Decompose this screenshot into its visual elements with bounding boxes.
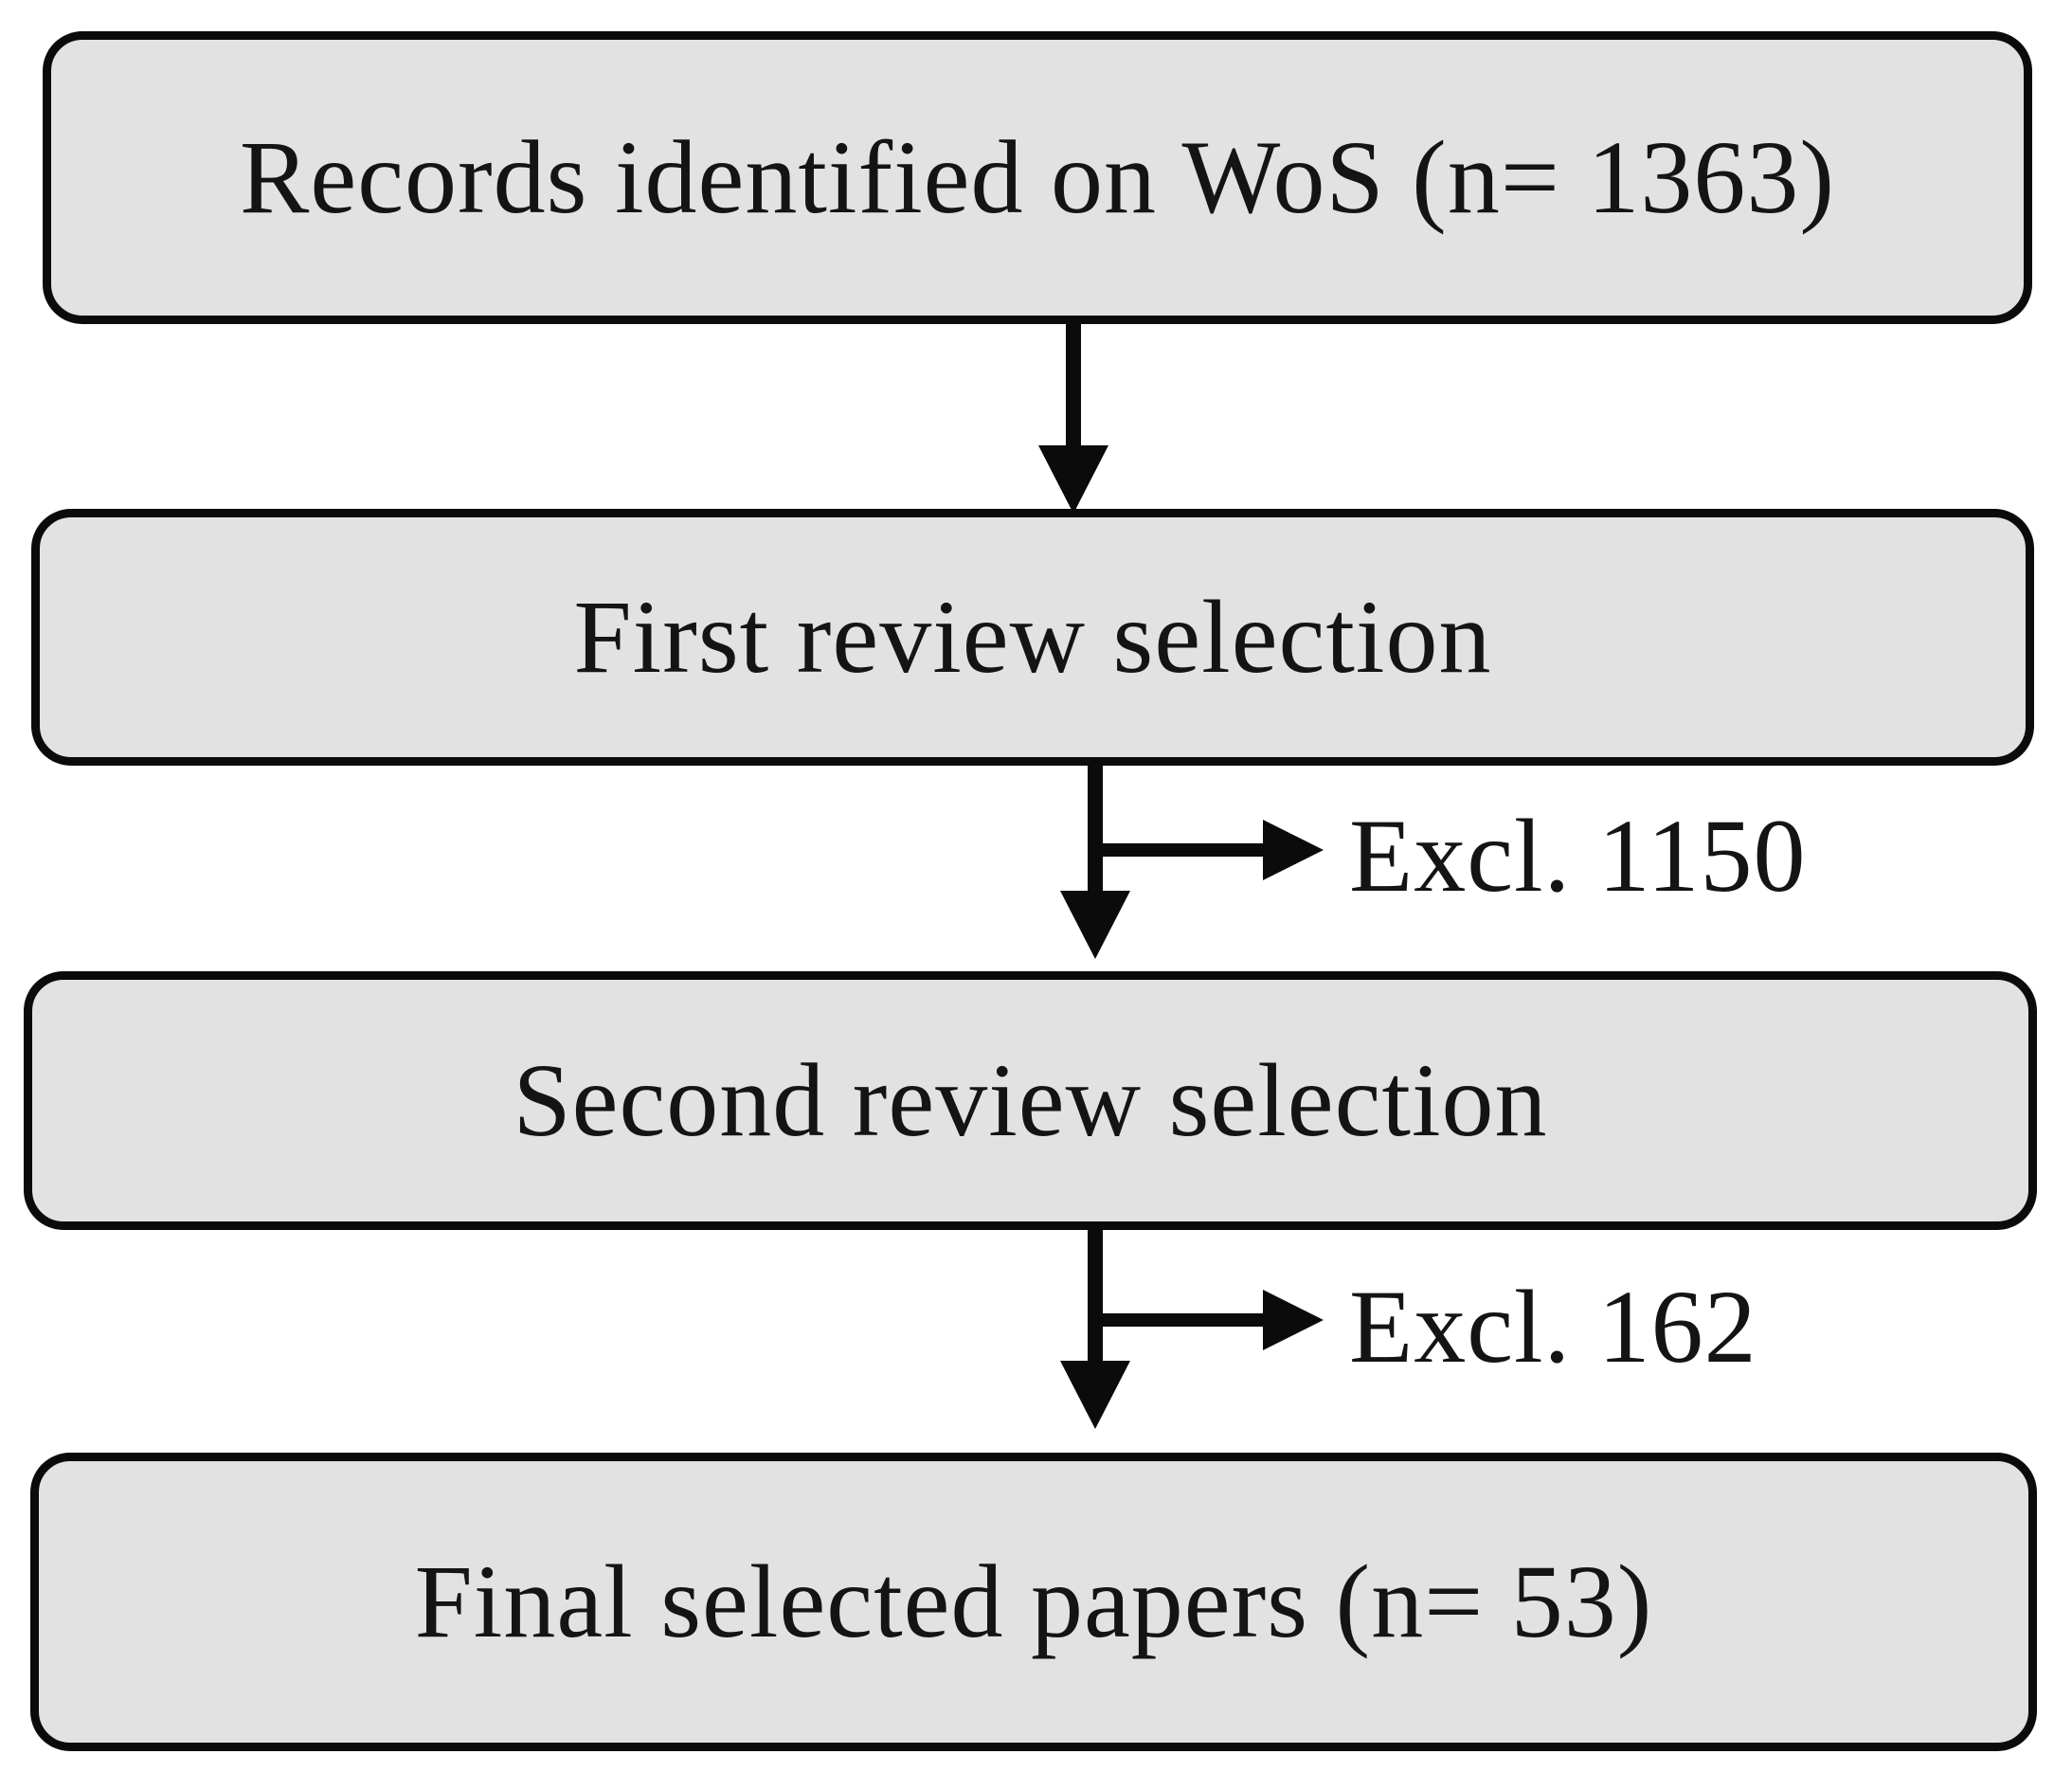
box-first-review-selection: First review selection <box>31 509 2034 766</box>
box-records-identified: Records identified on WoS (n= 1363) <box>43 31 2032 324</box>
exclusion-first-label: Excl. 1150 <box>1349 798 1807 913</box>
connector-second-review-to-final <box>1088 1225 1103 1364</box>
connector-first-to-second-review <box>1088 761 1103 894</box>
box-second-review-selection-label: Second review selection <box>513 1042 1548 1158</box>
box-second-review-selection: Second review selection <box>24 971 2037 1230</box>
connector-exclusion-first <box>1099 843 1265 857</box>
box-final-selected-papers: Final selected papers (n= 53) <box>30 1453 2037 1751</box>
arrow-right-icon <box>1263 820 1324 880</box>
arrow-down-icon <box>1060 1361 1130 1429</box>
arrow-down-icon <box>1038 445 1108 514</box>
exclusion-second-label: Excl. 162 <box>1349 1269 1757 1384</box>
arrow-right-icon <box>1263 1290 1324 1350</box>
connector-records-to-first-review <box>1066 322 1081 450</box>
box-final-selected-papers-label: Final selected papers (n= 53) <box>414 1544 1653 1659</box>
box-first-review-selection-label: First review selection <box>573 579 1492 695</box>
connector-exclusion-second <box>1099 1313 1265 1327</box>
arrow-down-icon <box>1060 891 1130 959</box>
box-records-identified-label: Records identified on WoS (n= 1363) <box>240 119 1835 235</box>
